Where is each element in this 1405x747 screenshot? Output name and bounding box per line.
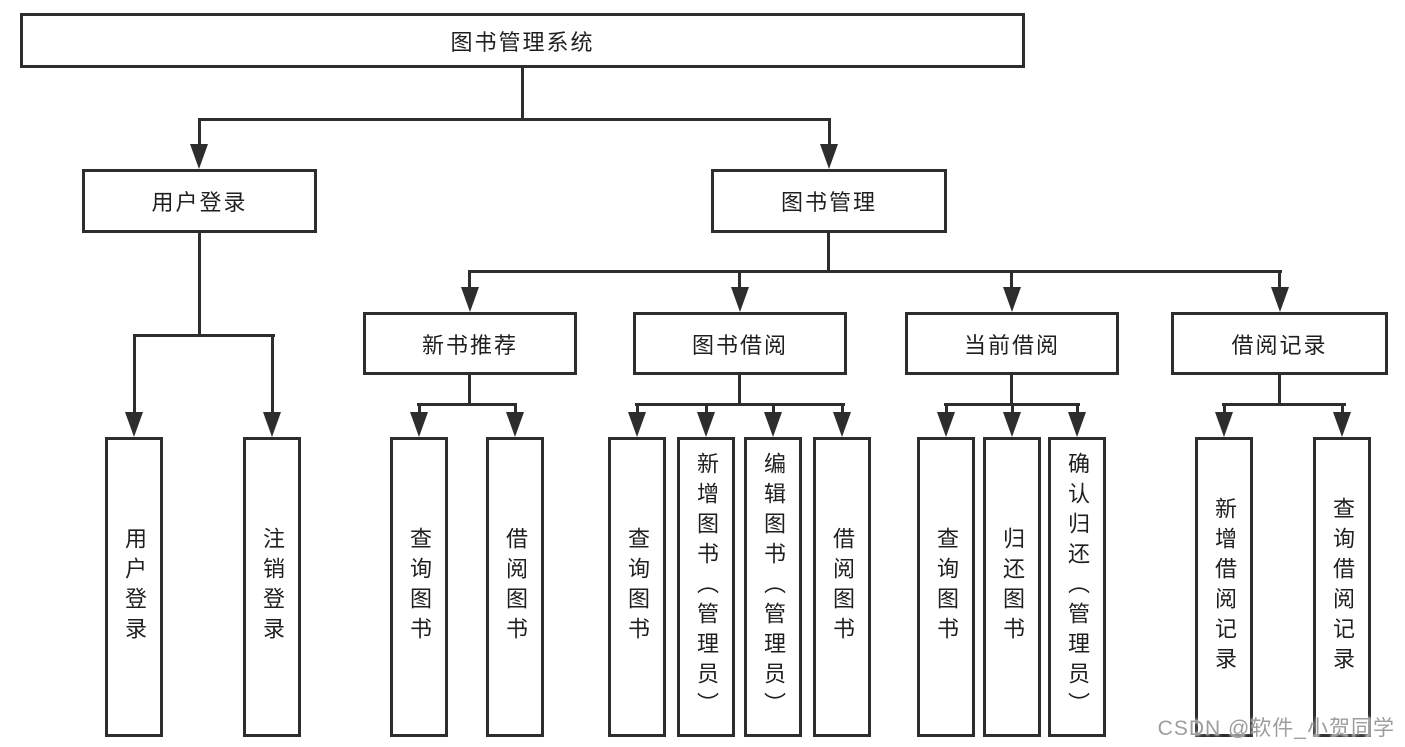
node-new-book-recommendation: 新书推荐 (363, 312, 577, 375)
arrow-down-icon (410, 412, 428, 437)
connector-line (1278, 375, 1281, 405)
arrow-down-icon (731, 287, 749, 312)
connector-line (1010, 375, 1013, 405)
arrow-down-icon (1003, 287, 1021, 312)
leaf-user-login: 用户登录 (105, 437, 163, 737)
connector-line (198, 118, 831, 121)
node-label: 图书借阅 (691, 332, 788, 358)
connector-line (133, 334, 275, 337)
leaf-edit-books-admin: 编辑图书（管理员） (744, 437, 802, 737)
node-label: 借阅记录 (1231, 332, 1328, 358)
node-current-borrowing: 当前借阅 (905, 312, 1119, 375)
connector-line (468, 270, 1282, 273)
connector-line (1011, 403, 1014, 415)
arrow-down-icon (1271, 287, 1289, 312)
arrow-down-icon (628, 412, 646, 437)
leaf-add-borrow-record: 新增借阅记录 (1195, 437, 1253, 737)
node-label: 查询借阅记录 (1330, 497, 1355, 677)
connector-line (738, 270, 741, 290)
arrow-down-icon (833, 412, 851, 437)
arrow-down-icon (697, 412, 715, 437)
arrow-down-icon (506, 412, 524, 437)
connector-line (198, 233, 201, 337)
node-label: 新增图书（管理员） (694, 452, 719, 722)
connector-line (521, 68, 524, 120)
node-label: 注销登录 (260, 527, 285, 647)
leaf-borrow-books-2: 借阅图书 (813, 437, 871, 737)
connector-line (738, 375, 741, 405)
node-label: 查询图书 (407, 527, 432, 647)
connector-line (635, 403, 845, 406)
connector-line (828, 118, 831, 146)
connector-line (468, 270, 471, 290)
leaf-return-books: 归还图书 (983, 437, 1041, 737)
arrow-down-icon (190, 144, 208, 169)
connector-line (418, 403, 421, 415)
connector-line (1010, 270, 1013, 290)
leaf-logout: 注销登录 (243, 437, 301, 737)
node-label: 新书推荐 (421, 332, 518, 358)
node-label: 用户登录 (151, 190, 248, 215)
node-label: 当前借阅 (963, 332, 1060, 358)
node-label: 编辑图书（管理员） (761, 452, 786, 722)
connector-line (468, 375, 471, 405)
arrow-down-icon (820, 144, 838, 169)
connector-line (1222, 403, 1346, 406)
connector-line (198, 118, 201, 146)
leaf-confirm-return-admin: 确认归还（管理员） (1048, 437, 1106, 737)
connector-line (271, 334, 274, 414)
node-label: 确认归还（管理员） (1065, 452, 1090, 722)
leaf-query-books-3: 查询图书 (917, 437, 975, 737)
node-borrow-records: 借阅记录 (1171, 312, 1388, 375)
node-book-management: 图书管理 (711, 169, 947, 233)
node-label: 借阅图书 (503, 527, 528, 647)
connector-line (514, 403, 517, 415)
node-label: 查询图书 (934, 527, 959, 647)
node-label: 图书管理 (780, 190, 877, 215)
connector-line (417, 403, 517, 406)
node-label: 新增借阅记录 (1212, 497, 1237, 677)
connector-line (1076, 403, 1079, 415)
connector-line (705, 403, 708, 415)
node-book-borrowing: 图书借阅 (633, 312, 847, 375)
connector-line (945, 403, 948, 415)
connector-line (1341, 403, 1344, 415)
arrow-down-icon (1068, 412, 1086, 437)
connector-line (841, 403, 844, 415)
leaf-query-books-2: 查询图书 (608, 437, 666, 737)
arrow-down-icon (937, 412, 955, 437)
node-label: 图书管理系统 (450, 29, 595, 55)
node-library-management-system: 图书管理系统 (20, 13, 1025, 68)
connector-line (827, 233, 830, 273)
arrow-down-icon (764, 412, 782, 437)
arrow-down-icon (263, 412, 281, 437)
leaf-add-books-admin: 新增图书（管理员） (677, 437, 735, 737)
node-label: 查询图书 (625, 527, 650, 647)
node-label: 用户登录 (122, 527, 147, 647)
node-label: 归还图书 (1000, 527, 1025, 647)
watermark: CSDN @软件_小贺同学 (1157, 717, 1395, 740)
connector-line (133, 334, 136, 414)
connector-line (636, 403, 639, 415)
leaf-borrow-books-1: 借阅图书 (486, 437, 544, 737)
arrow-down-icon (1215, 412, 1233, 437)
leaf-query-books-1: 查询图书 (390, 437, 448, 737)
connector-line (1278, 270, 1281, 290)
node-label: 借阅图书 (830, 527, 855, 647)
arrow-down-icon (1003, 412, 1021, 437)
connector-line (1223, 403, 1226, 415)
node-user-login: 用户登录 (82, 169, 317, 233)
arrow-down-icon (461, 287, 479, 312)
leaf-query-borrow-record: 查询借阅记录 (1313, 437, 1371, 737)
arrow-down-icon (125, 412, 143, 437)
connector-line (772, 403, 775, 415)
arrow-down-icon (1333, 412, 1351, 437)
